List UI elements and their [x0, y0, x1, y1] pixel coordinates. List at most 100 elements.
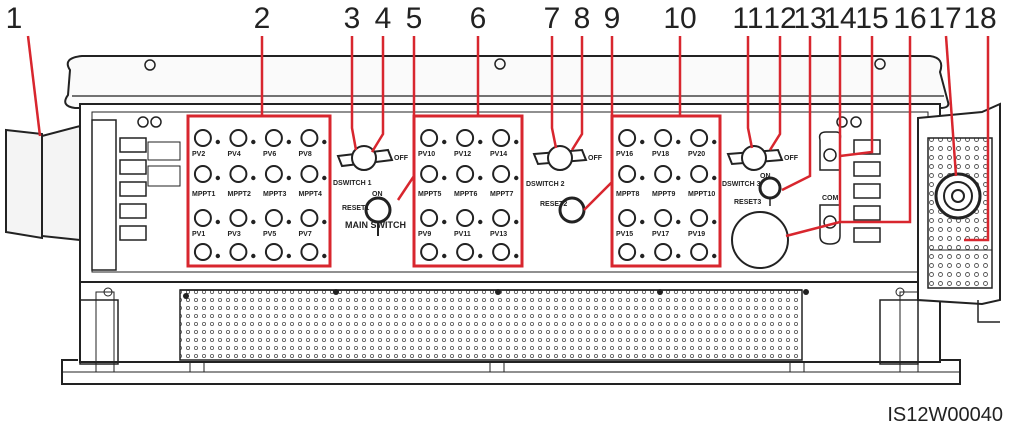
pv-label: PV19 [688, 231, 705, 238]
leader-line [964, 36, 990, 242]
pv-connector [300, 165, 319, 183]
leader-line [26, 35, 42, 137]
pv-connector [456, 243, 475, 261]
pv-label: PV14 [490, 151, 507, 158]
leader-line [781, 36, 812, 192]
pv-connector [229, 165, 248, 183]
pv-connector [264, 243, 283, 261]
pv-connector-pin [442, 253, 447, 259]
leader-line [396, 36, 416, 201]
top-lid [64, 55, 950, 109]
pv-connector-pin [478, 219, 483, 225]
dc-switch-2 [532, 145, 588, 224]
label-dswitch-2: DSWITCH 2 [526, 181, 565, 188]
pv-connector [264, 209, 283, 227]
com-port-upper [823, 148, 837, 162]
pv-connector-pin [286, 175, 292, 181]
leader-line [370, 36, 385, 153]
pv-connector-pin [286, 139, 292, 145]
pv-connector [229, 209, 248, 227]
pv-label: PV20 [688, 151, 705, 158]
pv-label: PV8 [299, 151, 312, 158]
pv-connector [654, 129, 673, 147]
callout-10: 10 [663, 2, 696, 35]
callout-1: 1 [6, 2, 23, 35]
pv-connector-pin [478, 175, 483, 181]
pv-connector-pin [712, 219, 717, 225]
pv-connector-pin [712, 139, 717, 145]
pv-connector-pin [712, 253, 717, 259]
pv-label: PV9 [418, 231, 431, 238]
label-off-2: OFF [588, 155, 603, 162]
pv-connector-pin [322, 175, 327, 181]
pv-connector-pin [442, 219, 447, 225]
pv-connector-pin [478, 139, 483, 145]
leader-line [570, 36, 584, 151]
callout-5: 5 [406, 2, 423, 35]
pv-connector-pin [251, 219, 256, 225]
pv-label: PV3 [228, 231, 241, 238]
pv-connector-pin [215, 139, 221, 145]
pv-connector-pin [640, 253, 645, 259]
pv-connector-pin [322, 253, 327, 259]
callout-7: 7 [544, 2, 561, 35]
pv-connector-pin [640, 139, 645, 145]
pv-connector-pin [322, 219, 327, 225]
pv-connector [229, 129, 248, 147]
pv-connector-pin [286, 219, 292, 225]
pv-connector [654, 243, 673, 261]
pv-connector [492, 209, 511, 227]
pv-label: PV16 [616, 151, 633, 158]
callout-11: 11 [732, 2, 763, 35]
pv-connector [456, 129, 475, 147]
pv-connector [618, 129, 637, 147]
pv-label: MPPT3 [263, 191, 286, 198]
label-main-switch: MAIN SWITCH [345, 220, 406, 230]
pv-connector [193, 165, 212, 183]
pv-connector [264, 129, 283, 147]
reset-button-1 [364, 196, 392, 224]
pv-connector-pin [676, 253, 681, 259]
reset-button-3 [758, 176, 782, 200]
pv-connector-pin [514, 253, 519, 259]
callout-18: 18 [963, 2, 996, 35]
pv-connector [420, 129, 439, 147]
pv-connector [618, 165, 637, 183]
callout-17: 17 [928, 2, 961, 35]
pv-label: PV10 [418, 151, 435, 158]
pv-connector [229, 243, 248, 261]
pv-connector-pin [442, 175, 447, 181]
pv-label: PV17 [652, 231, 669, 238]
figure-code: IS12W00040 [887, 404, 1003, 426]
pv-connector [690, 129, 709, 147]
pv-connector-pin [251, 175, 256, 181]
leader-line [746, 36, 754, 149]
pv-label: MPPT7 [490, 191, 513, 198]
label-on-3: ON [760, 173, 771, 180]
pv-connector [420, 165, 439, 183]
pv-connector-pin [478, 253, 483, 259]
pv-label: PV4 [228, 151, 241, 158]
pv-label: MPPT2 [228, 191, 251, 198]
pv-label: PV18 [652, 151, 669, 158]
pv-label: MPPT4 [299, 191, 322, 198]
label-reset-3: RESET3 [734, 199, 761, 206]
pv-label: MPPT1 [192, 191, 215, 198]
pv-connector [492, 129, 511, 147]
leader-line [550, 36, 558, 149]
pv-connector [492, 243, 511, 261]
ventilation-grille [179, 289, 803, 361]
pv-connector [654, 165, 673, 183]
callout-2: 2 [254, 2, 271, 35]
pv-connector [420, 243, 439, 261]
pv-connector [654, 209, 673, 227]
pv-label: PV2 [192, 151, 205, 158]
pv-label: MPPT6 [454, 191, 477, 198]
pv-connector-pin [640, 175, 645, 181]
pv-label: PV1 [192, 231, 205, 238]
leader-line [839, 36, 874, 158]
pv-label: PV5 [263, 231, 276, 238]
